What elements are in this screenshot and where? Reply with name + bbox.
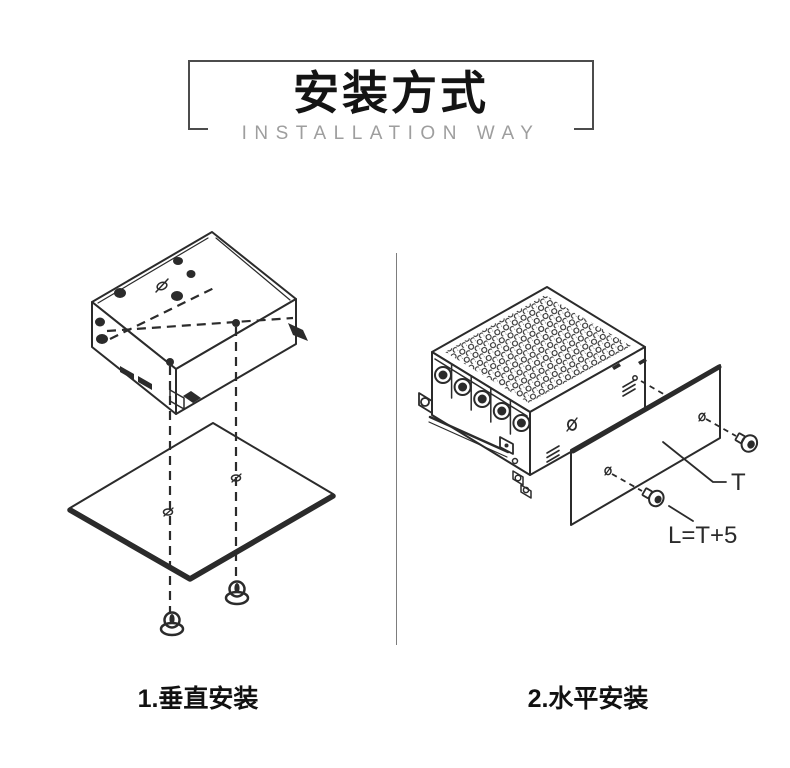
- plate-thickness-edge: [570, 364, 722, 454]
- page-title: 安装方式: [293, 67, 489, 119]
- plate-holes: [162, 473, 242, 517]
- plate-thickness-edge: [67, 493, 336, 582]
- adjust-potentiometer: [499, 436, 514, 455]
- psu-feet: [512, 470, 532, 499]
- side-vent-slats: [546, 379, 636, 463]
- chassis-screw-hole: [232, 319, 240, 327]
- mounting-screw: [159, 611, 185, 637]
- chassis-flange-details: [120, 323, 308, 410]
- screw-length-leader-line: [668, 505, 694, 522]
- mounting-plate: [67, 422, 336, 582]
- plate-thickness-label: T: [731, 469, 746, 496]
- guide-dashed-lines: [168, 327, 238, 612]
- side-screw-hole: [632, 375, 638, 381]
- guide-dashed-lines: [611, 380, 737, 492]
- plate-thickness-leader-line: [662, 441, 727, 483]
- frame-corner-tick-right: [574, 128, 592, 130]
- frame-corner-tick-left: [190, 128, 208, 130]
- mounting-screw: [224, 580, 250, 606]
- psu-side-details: [546, 358, 647, 463]
- psu-unit: [418, 286, 647, 499]
- terminal-cover-strip: [428, 415, 510, 454]
- terminal-screws: [434, 366, 531, 432]
- mounting-screw: [734, 432, 759, 453]
- horizontal-installation-diagram: T L=T+5: [418, 286, 759, 549]
- horizontal-installation-caption: 2.水平安装: [527, 685, 649, 713]
- title-frame-border: 安装方式 INSTALLATION WAY: [188, 60, 594, 144]
- chassis-screw-hole: [166, 358, 174, 366]
- vertical-installation-diagram: [67, 231, 336, 637]
- indicator-led: [511, 457, 519, 465]
- terminal-block: [418, 358, 531, 465]
- side-mounting-plate: [570, 364, 722, 526]
- page-subtitle: INSTALLATION WAY: [241, 123, 541, 144]
- mounting-screw: [641, 487, 665, 508]
- chassis-bottom-view: [91, 231, 308, 415]
- left-mounting-ear: [418, 392, 433, 414]
- hole-diameter-mark: [155, 278, 169, 293]
- plate-holes: [604, 412, 706, 476]
- screw-length-label: L=T+5: [668, 522, 737, 549]
- vertical-installation-caption: 1.垂直安装: [137, 685, 259, 713]
- section-divider-line: [396, 253, 397, 645]
- chassis-mounting-holes: [95, 257, 196, 344]
- psu-vent-perforation: [445, 295, 631, 403]
